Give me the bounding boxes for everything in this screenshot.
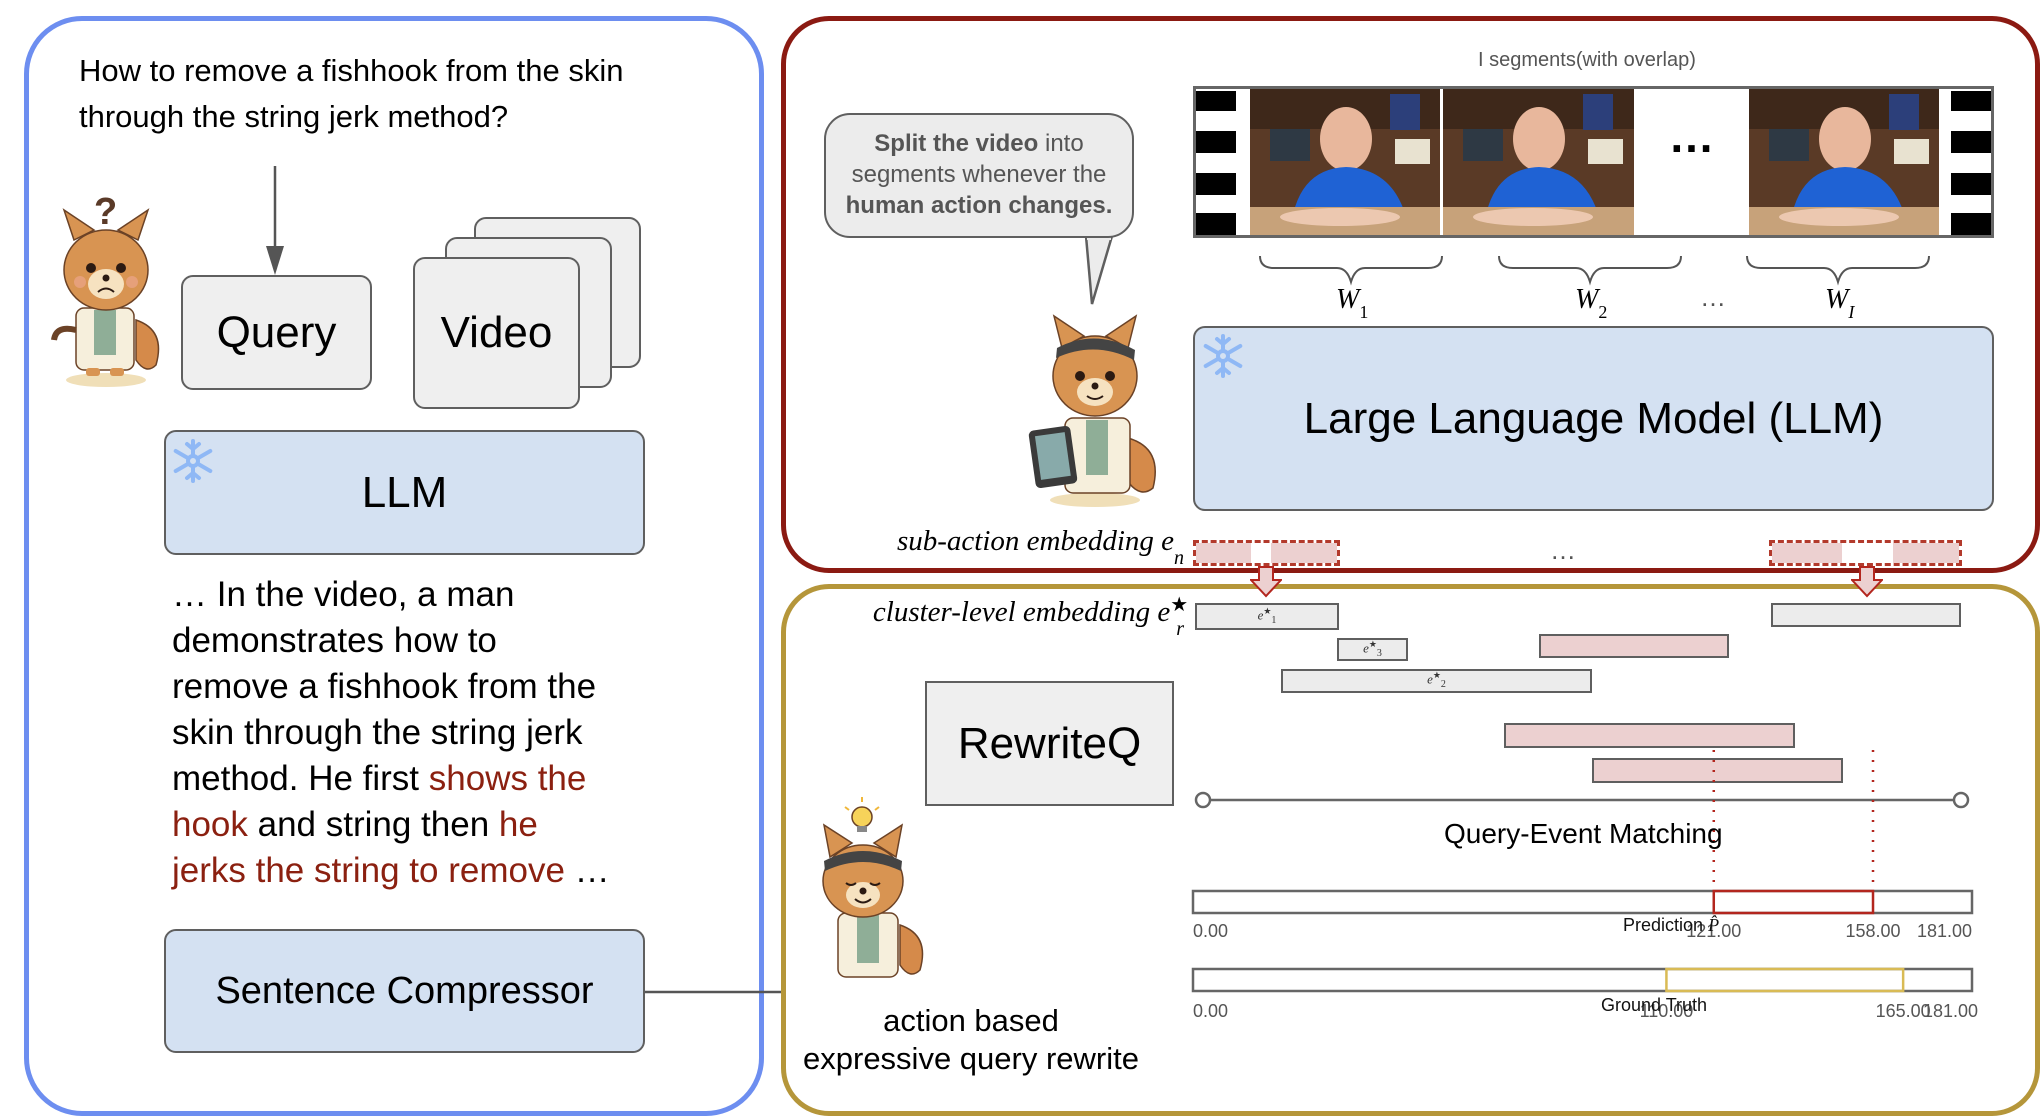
prediction-interval [1712, 889, 1875, 915]
segments-label: I segments(with overlap) [1478, 49, 1696, 71]
rewriteq-box: RewriteQ [925, 681, 1174, 806]
sub-action-embedding-group-i [1769, 540, 1962, 566]
window-label-1: W1 [1336, 284, 1369, 322]
rewrite-caption: action based expressive query rewrite [796, 1002, 1146, 1078]
bubble-bold-text: Split the video [874, 130, 1039, 157]
embedding-ellipsis: … [1550, 535, 1576, 565]
cluster-embedding-last [1771, 603, 1961, 627]
query-label: Query [216, 307, 337, 357]
description-line: remove a fishhook from the [172, 667, 597, 706]
matched-event-segment-1 [1504, 723, 1795, 748]
sentence-compressor-label: Sentence Compressor [215, 969, 594, 1012]
matched-event-segment-2 [1592, 758, 1843, 783]
ground-truth-begin-value: 110.00 [1639, 1001, 1694, 1021]
window-braces [1259, 255, 1930, 286]
brace-w2 [1498, 255, 1682, 286]
rewrite-caption-line: action based [883, 1003, 1059, 1038]
question-line-2: through the string jerk method? [79, 99, 509, 134]
ground-truth-end-value: 165.00 [1875, 1001, 1931, 1021]
query-event-matching-timeline [1191, 750, 1974, 993]
frames-ellipsis: … [1668, 110, 1715, 162]
bubble-text: segments whenever the [851, 161, 1107, 188]
ground-truth-caption: Ground Truth [1601, 995, 1708, 1015]
sub-action-embedding-group-1 [1193, 540, 1340, 566]
film-sprocket-right [1951, 91, 1991, 235]
llm-generated-description: … In the video, a man demonstrates how t… [172, 572, 692, 894]
red-panda-doctor-idea-illustration [800, 795, 940, 995]
window-label-2: W2 [1575, 284, 1608, 322]
split-instruction-speech-bubble: Split the video into segments whenever t… [824, 113, 1134, 238]
prediction-start-tick: 0.00 [1193, 921, 1229, 941]
red-panda-doctor-with-tablet-illustration [1010, 308, 1170, 508]
timeline-start-node [1194, 791, 1212, 809]
description-line: method. He first shows the [172, 756, 692, 802]
sentence-compressor-box: Sentence Compressor [164, 929, 645, 1053]
cluster-embedding-e2: e★2 [1281, 669, 1592, 693]
video-label: Video [440, 308, 553, 357]
question-line-1: How to remove a fishhook from the skin [79, 53, 624, 88]
brace-wi [1746, 255, 1930, 286]
video-film-strip: … [1193, 86, 1994, 238]
rewriteq-label: RewriteQ [957, 718, 1142, 768]
highlighted-action-text: shows the [428, 759, 587, 798]
description-text: … [564, 851, 610, 890]
confused-red-panda-doctor-illustration: ? [36, 190, 176, 390]
bubble-text: into [1038, 130, 1084, 157]
description-text: method. He first [172, 759, 429, 798]
highlighted-action-text: he [498, 805, 538, 844]
windows-ellipsis: … [1700, 282, 1726, 312]
highlighted-action-text: hook [172, 805, 248, 844]
large-language-model-label: Large Language Model (LLM) [1303, 393, 1884, 443]
brace-w1 [1259, 255, 1443, 286]
prediction-bar [1191, 889, 1974, 915]
snowflake-frozen-icon [1200, 333, 1246, 379]
prediction-duration-tick: 181.00 [1916, 921, 1972, 941]
film-sprocket-left [1196, 89, 1236, 235]
cluster-embedding-e1: e★1 [1195, 603, 1339, 630]
snowflake-frozen-icon [170, 438, 216, 484]
left-llm-box: LLM [164, 430, 645, 555]
large-language-model-box: Large Language Model (LLM) [1193, 326, 1994, 511]
prediction-end-value: 158.00 [1845, 921, 1901, 941]
description-line: … In the video, a man [172, 575, 515, 614]
speech-bubble-tail [1084, 236, 1114, 305]
cluster-level-embedding-label: cluster-level embedding e★r [872, 594, 1189, 640]
timeline-end-node [1952, 791, 1970, 809]
question-to-query-arrow [266, 166, 284, 275]
cluster-embedding-e3: e★3 [1337, 638, 1408, 661]
highlighted-action-text: jerks the string to remove [172, 851, 565, 890]
ground-truth-duration-tick: 181.00 [1922, 1001, 1978, 1021]
video-segmentation-panel [781, 16, 2040, 573]
query-box: Query [181, 275, 372, 390]
left-llm-label: LLM [361, 467, 448, 517]
window-label-i: WI [1825, 284, 1855, 322]
rewrite-caption-line: expressive query rewrite [803, 1041, 1139, 1076]
question-mark-icon: ? [94, 191, 117, 233]
prediction-caption: Prediction P̂ [1623, 915, 1720, 935]
lightbulb-icon [844, 797, 880, 832]
sub-action-embedding-label: sub-action embedding en [896, 525, 1184, 569]
description-line: jerks the string to remove … [172, 848, 692, 894]
ground-truth-interval [1665, 967, 1905, 993]
ground-truth-start-tick: 0.00 [1193, 1001, 1229, 1021]
description-line: skin through the string jerk [172, 713, 583, 752]
query-event-matching-label: Query-Event Matching [1444, 818, 1723, 849]
cluster-embedding-matched [1539, 634, 1729, 658]
description-line: hook and string then he [172, 802, 692, 848]
description-line: demonstrates how to [172, 621, 497, 660]
ground-truth-bar [1191, 967, 1974, 993]
down-arrow-icon [1250, 566, 1282, 598]
description-text: and string then [247, 805, 499, 844]
down-arrow-icon [1851, 566, 1883, 598]
bubble-bold-text: human action changes. [845, 192, 1113, 219]
input-question: How to remove a fishhook from the skin t… [79, 48, 623, 140]
prediction-begin-value: 121.00 [1686, 921, 1742, 941]
video-box: Video [413, 257, 580, 409]
